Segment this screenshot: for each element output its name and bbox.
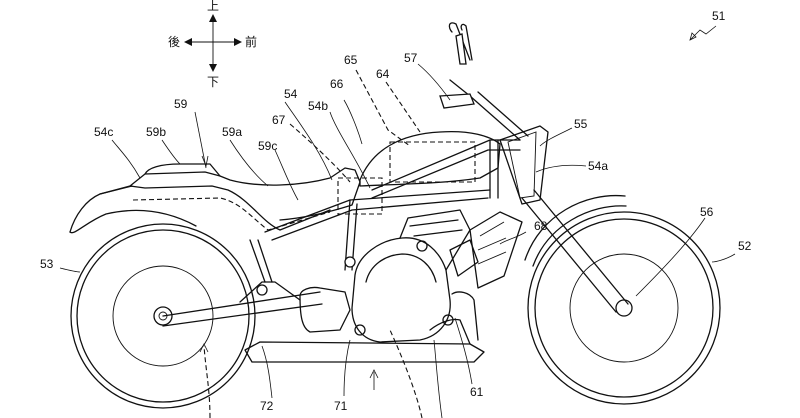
front-wheel	[524, 194, 721, 405]
handlebar	[439, 22, 475, 109]
direction-down-label: 下	[207, 75, 219, 89]
rear-wheel	[70, 223, 256, 409]
ref-52: 52	[738, 239, 752, 253]
ref-64: 64	[376, 67, 390, 81]
ref-61: 61	[470, 385, 484, 399]
ref-54b: 54b	[308, 99, 328, 113]
ref-59c: 59c	[258, 139, 277, 153]
ref-59: 59	[174, 97, 188, 111]
ref-65: 65	[344, 53, 358, 67]
ref-67: 67	[272, 113, 286, 127]
ref-56: 56	[700, 205, 714, 219]
direction-up-label: 上	[207, 0, 219, 13]
ref-71: 71	[334, 399, 348, 413]
frame	[162, 139, 521, 336]
ref-59b: 59b	[146, 125, 166, 139]
ref-55: 55	[574, 117, 588, 131]
ref-54c: 54c	[94, 125, 113, 139]
ref-57: 57	[404, 51, 418, 65]
ref-68: 68	[534, 219, 548, 233]
ref-54: 54	[284, 87, 298, 101]
direction-front-label: 前	[245, 34, 257, 49]
leader-lines	[59, 25, 736, 418]
radiator	[469, 211, 523, 289]
seat	[99, 163, 361, 231]
reference-numerals: 51 52 53 54 54a 54b 54c 55 56 57 59 59a …	[40, 9, 752, 413]
direction-rear-label: 後	[168, 35, 180, 49]
exhaust-pipe	[244, 291, 485, 363]
ref-72: 72	[260, 399, 274, 413]
ref-66: 66	[330, 77, 344, 91]
direction-indicator: 上 下 後 前	[168, 0, 257, 89]
ref-51: 51	[712, 9, 726, 23]
ref-59a: 59a	[222, 125, 242, 139]
ref-53: 53	[40, 257, 54, 271]
ref-54a: 54a	[588, 159, 608, 173]
engine	[299, 209, 479, 343]
fuel-tank	[337, 130, 501, 215]
